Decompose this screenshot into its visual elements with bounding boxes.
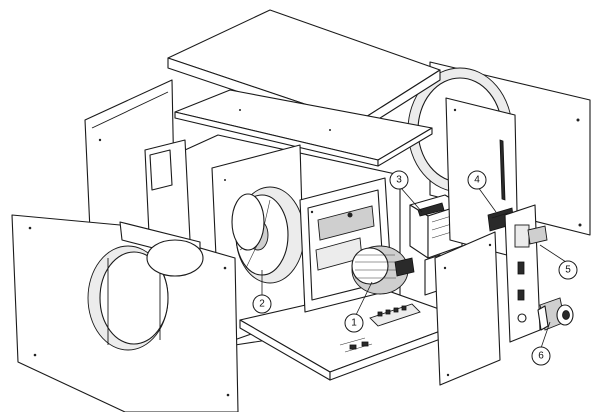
- svg-text:5: 5: [565, 265, 571, 276]
- motor-assembly: [351, 245, 415, 295]
- inner-top-panel: [174, 89, 433, 167]
- svg-text:6: 6: [538, 351, 544, 362]
- right-access-panel: [434, 231, 501, 386]
- callout-5: 5: [558, 260, 578, 280]
- blower-fan-wheel: [231, 186, 305, 284]
- actuator-sensor: [537, 297, 574, 331]
- terminal-strip-panel: [504, 204, 548, 343]
- front-inlet-panel: [11, 214, 239, 412]
- callout-1: 1: [344, 313, 364, 333]
- svg-text:2: 2: [259, 299, 265, 310]
- svg-text:4: 4: [474, 175, 480, 186]
- callout-6: 6: [531, 346, 551, 366]
- callout-2: 2: [252, 294, 272, 314]
- floor-terminal-board: [339, 303, 421, 353]
- svg-text:3: 3: [396, 175, 402, 186]
- callout-4: 4: [467, 170, 487, 190]
- callout-leaders: [261, 186, 567, 349]
- callout-3: 3: [389, 170, 409, 190]
- svg-text:1: 1: [351, 318, 357, 329]
